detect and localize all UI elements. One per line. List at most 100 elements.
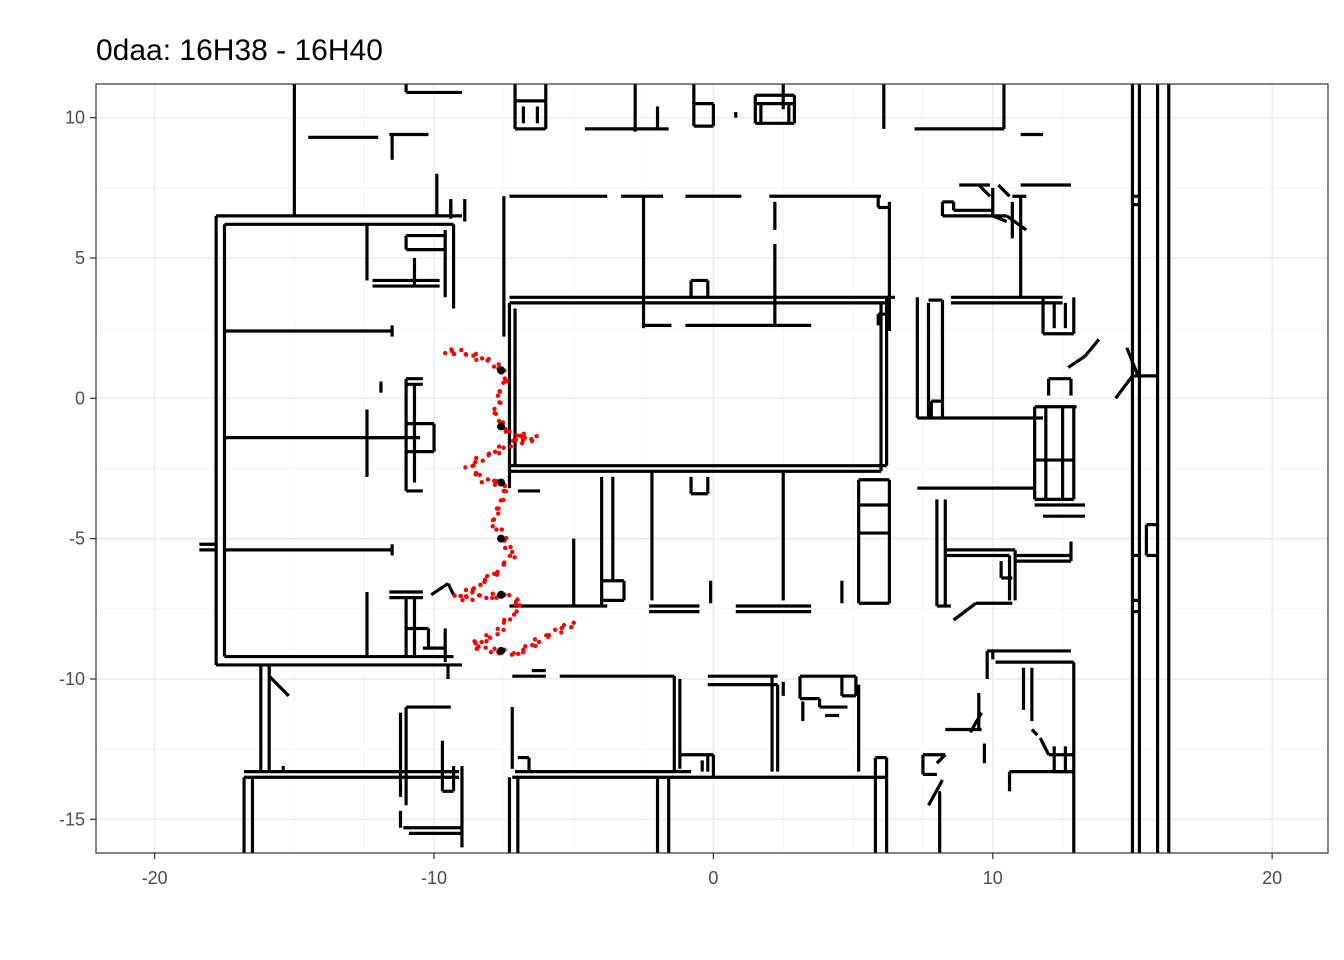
trace-point [464, 594, 469, 600]
anchor-point [497, 590, 506, 599]
trace-point [479, 356, 485, 361]
trace-point [488, 649, 494, 655]
trace-point [502, 545, 508, 551]
y-tick-label: -10 [59, 669, 85, 689]
trace-point [470, 590, 475, 595]
floorplan-walls [199, 84, 1171, 853]
trace-point [495, 393, 501, 398]
trace-point [476, 644, 481, 649]
trace-point [529, 438, 535, 444]
trace-point [510, 438, 516, 443]
trace-point [484, 633, 489, 638]
wall-segment [992, 214, 1008, 224]
trace-point [490, 524, 495, 529]
trace-point [519, 441, 525, 446]
trace-point [501, 562, 506, 567]
wall-segment [1125, 347, 1140, 377]
plot-border [95, 83, 1329, 854]
trace-point [485, 358, 490, 363]
wall-segment [1005, 214, 1028, 232]
wall-segment [977, 183, 992, 198]
trace-point [473, 640, 478, 646]
trace-point [559, 630, 564, 635]
wall-segment [446, 582, 456, 596]
trace-point [483, 645, 488, 650]
trace-point [498, 498, 504, 503]
trace-point [507, 617, 513, 622]
trace-point [492, 482, 498, 488]
trace-point [507, 429, 512, 434]
trace-point [571, 620, 576, 626]
trace-point [463, 352, 469, 357]
trace-point [474, 357, 479, 363]
trace-point [514, 433, 519, 438]
trace-point [463, 587, 469, 593]
trace-point [451, 351, 457, 357]
trace-point [511, 612, 517, 617]
trace-point [559, 625, 565, 631]
x-tick-label: 0 [708, 868, 718, 888]
y-tick-label: -5 [69, 529, 85, 549]
x-tick-label: -20 [142, 868, 168, 888]
trace-point [534, 433, 539, 439]
trace-point [508, 444, 514, 449]
trace-point [490, 595, 495, 601]
trace-point [501, 627, 506, 633]
trace-point [521, 431, 527, 437]
trace-point [514, 609, 519, 614]
wall-segment [997, 183, 1011, 198]
trace-point [486, 452, 491, 458]
trace-point [485, 477, 491, 482]
trace-point [452, 593, 457, 598]
wall-segment [927, 779, 944, 807]
trace-point [499, 527, 505, 532]
trace-point [492, 449, 498, 454]
wall-segment [1083, 338, 1101, 358]
trace-point [487, 635, 493, 640]
trace-point [496, 444, 502, 449]
trace-point [503, 489, 509, 494]
plot-panel [95, 83, 1329, 854]
trace-point [473, 472, 478, 477]
trace-point [492, 646, 497, 651]
trace-point [546, 633, 552, 638]
trace-point [492, 571, 497, 577]
wall-segment [1067, 354, 1086, 369]
trace-point [476, 593, 482, 598]
trace-point [517, 603, 522, 608]
y-tick-label: -15 [59, 809, 85, 829]
trace-point [459, 347, 464, 353]
y-tick-label: 10 [65, 108, 85, 128]
trace-point [477, 472, 482, 478]
trace-point [484, 639, 489, 644]
trace-point [496, 362, 502, 367]
trace-point [496, 511, 501, 516]
trace-point [480, 458, 485, 463]
trace-point [561, 622, 567, 628]
trace-point [510, 549, 515, 555]
wall-segment [1038, 737, 1051, 756]
trace-point [507, 553, 513, 559]
trace-point [482, 577, 488, 583]
trace-point [495, 631, 500, 637]
wall-segment [1114, 374, 1134, 400]
trace-point [458, 593, 463, 599]
trace-point [491, 364, 497, 369]
trace-point [497, 389, 503, 394]
trace-point [484, 595, 489, 601]
trace-point [463, 465, 468, 470]
anchor-point [497, 422, 506, 431]
anchor-points [497, 366, 506, 655]
trace-point [516, 651, 521, 656]
trace-point [504, 379, 510, 384]
trace-point [513, 602, 518, 607]
wall-segment [935, 753, 947, 765]
trace-point [532, 637, 538, 642]
trace-point [494, 595, 499, 600]
chart-title: 0daa: 16H38 - 16H40 [96, 34, 383, 67]
y-tick-label: 0 [75, 388, 85, 408]
trace-point [491, 517, 497, 522]
anchor-point [497, 366, 506, 375]
